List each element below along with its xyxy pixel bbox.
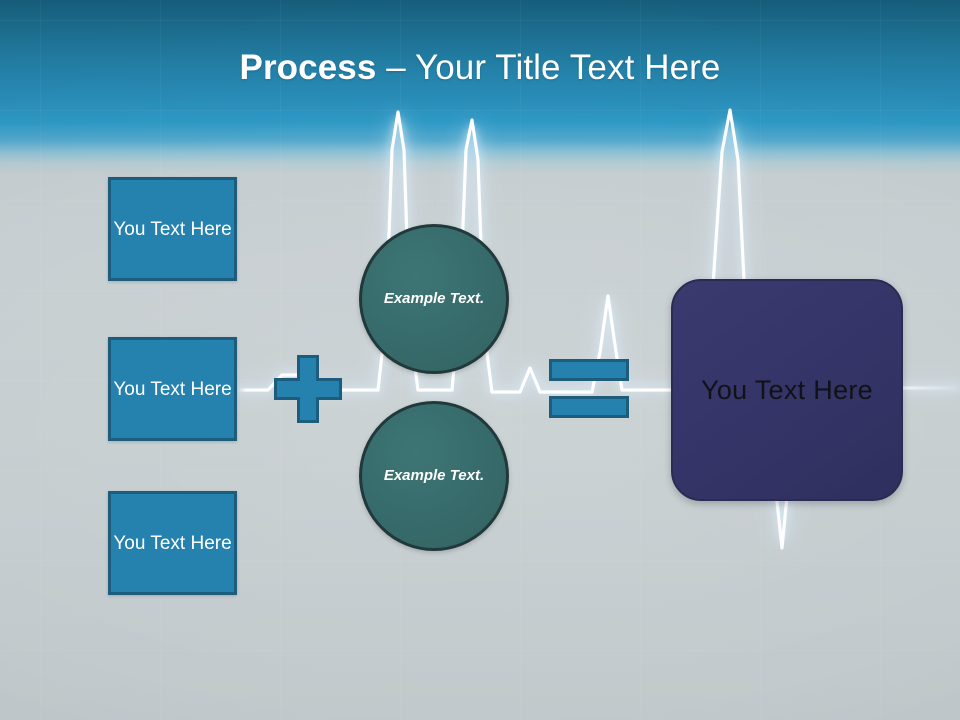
example-circle-2-label: Example Text. — [383, 467, 485, 484]
result-box-label: You Text Here — [700, 374, 874, 405]
example-circle-1[interactable]: Example Text. — [359, 224, 509, 374]
input-box-2[interactable]: You Text Here — [108, 337, 237, 441]
equals-bar-bottom — [549, 396, 629, 418]
example-circle-1-label: Example Text. — [383, 290, 485, 307]
slide-title-light: – Your Title Text Here — [376, 48, 721, 87]
result-box[interactable]: You Text Here — [671, 279, 903, 501]
equals-operator-icon — [549, 359, 629, 419]
plus-fill-vertical — [300, 358, 316, 420]
equals-bar-top — [549, 359, 629, 381]
input-box-2-label: You Text Here — [113, 378, 232, 400]
slide-title: Process – Your Title Text Here — [0, 47, 960, 89]
input-box-1-label: You Text Here — [113, 218, 232, 240]
example-circle-2[interactable]: Example Text. — [359, 401, 509, 551]
input-box-3-label: You Text Here — [113, 532, 232, 554]
input-box-3[interactable]: You Text Here — [108, 491, 237, 595]
input-box-1[interactable]: You Text Here — [108, 177, 237, 281]
slide-title-strong: Process — [239, 48, 377, 87]
plus-operator-icon — [274, 355, 342, 423]
